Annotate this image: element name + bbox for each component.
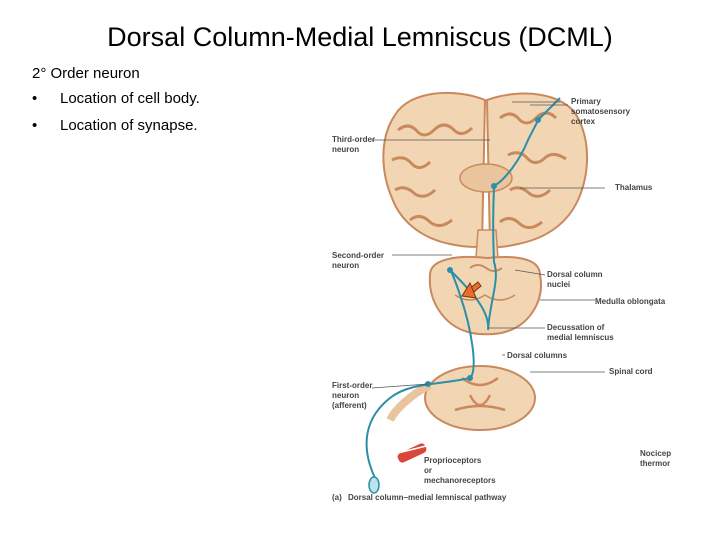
label-primary-1: Primary (571, 97, 601, 106)
label-first-3: (afferent) (332, 401, 367, 410)
label-primary-2: somatosensory (571, 107, 631, 116)
label-dcn-2: nuclei (547, 280, 570, 289)
label-decus-2: medial lemniscus (547, 333, 614, 342)
bullet-glyph: • (32, 117, 38, 134)
bullet-item: • Location of cell body. (32, 90, 200, 117)
label-first-2: neuron (332, 391, 359, 400)
label-primary-3: cortex (571, 117, 596, 126)
bullet-text: Location of synapse. (60, 117, 198, 134)
neuron-nodes (425, 117, 541, 387)
label-nocicep-1: Nocicep (640, 449, 671, 458)
bullet-item: • Location of synapse. (32, 117, 200, 144)
label-prop-3: mechanoreceptors (424, 476, 496, 485)
mechanoreceptor-icon (389, 443, 431, 463)
label-dcn-1: Dorsal column (547, 270, 603, 279)
label-third-1: Third-order (332, 135, 375, 144)
label-medulla: Medulla oblongata (595, 297, 666, 306)
leader-lines (371, 101, 605, 389)
label-second-2: neuron (332, 261, 359, 270)
arrow-icon (461, 281, 482, 299)
spinal-cord-section (386, 365, 536, 431)
caption-letter: (a) (332, 493, 342, 502)
slide-title: Dorsal Column-Medial Lemniscus (DCML) (107, 22, 613, 52)
label-prop-1: Proprioceptors (424, 456, 482, 465)
label-second-1: Second-order (332, 251, 384, 260)
bullet-list: • Location of cell body. • Location of s… (32, 90, 200, 144)
label-nocicep-2: thermor (640, 459, 670, 468)
label-decus-1: Decussation of (547, 323, 605, 332)
medulla-section (428, 255, 542, 336)
label-thalamus: Thalamus (615, 183, 653, 192)
label-prop-2: or (424, 466, 432, 475)
label-third-2: neuron (332, 145, 359, 154)
brain-section (382, 91, 588, 259)
bullet-text: Location of cell body. (60, 90, 200, 107)
subtitle: 2° Order neuron (32, 65, 140, 82)
receptor-bulb (368, 476, 380, 494)
label-dorsal-columns: Dorsal columns (507, 351, 568, 360)
label-first-1: First-order (332, 381, 372, 390)
caption: Dorsal column–medial lemniscal pathway (348, 493, 507, 502)
diagram-labels: Primary somatosensory cortex Third-order… (332, 97, 671, 502)
label-spinal-cord: Spinal cord (609, 367, 653, 376)
bullet-glyph: • (32, 90, 38, 107)
